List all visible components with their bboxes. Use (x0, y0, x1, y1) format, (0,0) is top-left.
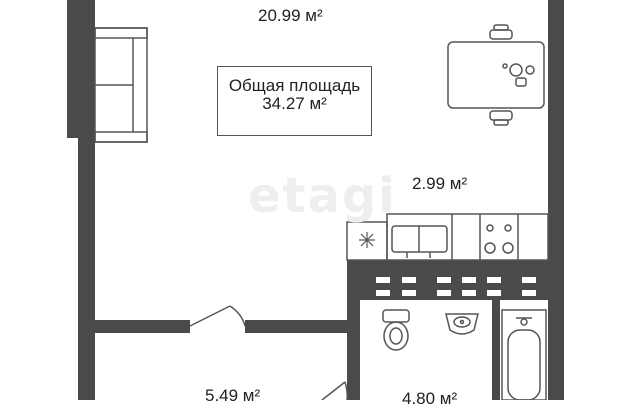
bath-strip-pattern (376, 277, 536, 296)
total-area-box: Общая площадь 34.27 м² (217, 66, 372, 136)
wall-bath-strip (360, 273, 548, 300)
sink (445, 313, 479, 335)
wall-partition-hall-right (245, 320, 347, 333)
wall-bath-vertical (347, 260, 360, 400)
toilet (382, 309, 410, 351)
kitchen-area: 2.99 м² (412, 174, 468, 193)
total-area-value: 34.27 м² (262, 94, 327, 113)
total-area-label: Общая площадь (228, 76, 361, 95)
walls (67, 0, 564, 400)
hallway-area: 5.49 м² (205, 386, 261, 405)
doors (189, 305, 348, 400)
living-room-area: 20.99 м² (258, 6, 323, 25)
wall-bath-top (347, 260, 548, 273)
watermark: etagi (248, 168, 397, 224)
wall-bath-inner (492, 300, 500, 400)
wall-left-outer (67, 0, 95, 138)
snowflake-icon (359, 232, 375, 248)
wall-right (548, 0, 564, 400)
kitchen-counter (346, 213, 549, 261)
bathroom-area: 4.80 м² (402, 389, 458, 408)
sofa (94, 27, 148, 143)
floor-plan (67, 0, 564, 400)
wall-partition-hall-left (95, 320, 190, 333)
dining-table (447, 24, 545, 126)
bathtub (501, 309, 547, 400)
wall-left (78, 138, 95, 400)
